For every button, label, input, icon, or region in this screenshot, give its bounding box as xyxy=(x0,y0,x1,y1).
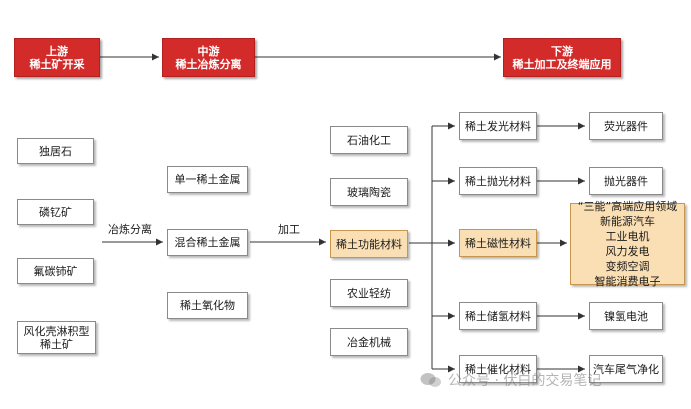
industry-metallurgy-machinery: 冶金机械 xyxy=(330,328,408,356)
ore-monazite-label: 独居石 xyxy=(39,144,72,158)
industry-glass-ceramics: 玻璃陶瓷 xyxy=(330,178,408,206)
stage-upstream: 上游 稀土矿开采 xyxy=(14,38,100,77)
metal-single: 单一稀土金属 xyxy=(167,166,248,193)
app-polishing-devices: 抛光器件 xyxy=(589,167,663,195)
ore-bastnaesite-label: 氟碳铈矿 xyxy=(33,264,78,278)
app-nimh-battery-label: 镍氢电池 xyxy=(604,309,648,323)
stage-midstream-subtitle: 稀土冶炼分离 xyxy=(175,57,242,71)
industry-petrochemical: 石油化工 xyxy=(330,126,408,154)
material-luminescent-label: 稀土发光材料 xyxy=(465,119,531,133)
metal-oxide-label: 稀土氧化物 xyxy=(180,299,235,312)
industry-petrochemical-label: 石油化工 xyxy=(347,133,391,147)
wechat-icon xyxy=(420,372,442,388)
metal-mixed: 混合稀土金属 xyxy=(167,229,248,256)
material-hydrogen-storage-label: 稀土储氢材料 xyxy=(465,309,531,323)
app-magnetic-line2: 新能源汽车 xyxy=(600,215,655,228)
material-hydrogen-storage: 稀土储氢材料 xyxy=(459,302,537,330)
app-magnetic-line4: 风力发电 xyxy=(605,245,650,258)
watermark-text: 公众号 · 伏白的交易笔记 xyxy=(448,373,602,389)
app-exhaust-purification: 汽车尾气净化 xyxy=(589,355,663,383)
material-polishing-label: 稀土抛光材料 xyxy=(465,174,531,188)
industry-agriculture-textile-label: 农业轻纺 xyxy=(347,286,391,300)
app-magnetic-line5: 变频空调 xyxy=(605,260,650,273)
material-luminescent: 稀土发光材料 xyxy=(459,112,537,140)
app-fluorescent-devices-label: 荧光器件 xyxy=(604,119,648,133)
industry-glass-ceramics-label: 玻璃陶瓷 xyxy=(347,185,391,199)
app-magnetic-line1: “三能”高端应用领域 xyxy=(577,200,678,213)
industry-metallurgy-machinery-label: 冶金机械 xyxy=(347,335,391,349)
stage-downstream-title: 下游 xyxy=(551,44,573,58)
ore-ion-adsorption-line2: 稀土矿 xyxy=(40,337,73,351)
app-nimh-battery: 镍氢电池 xyxy=(589,302,663,330)
material-magnetic: 稀土磁性材料 xyxy=(459,229,537,257)
app-polishing-devices-label: 抛光器件 xyxy=(604,174,648,188)
industry-agriculture-textile: 农业轻纺 xyxy=(330,279,408,307)
stage-downstream: 下游 稀土加工及终端应用 xyxy=(503,38,621,77)
ore-bastnaesite: 氟碳铈矿 xyxy=(17,258,94,284)
stage-downstream-subtitle: 稀土加工及终端应用 xyxy=(512,57,612,71)
industry-functional-materials-label: 稀土功能材料 xyxy=(336,237,402,251)
stage-midstream: 中游 稀土冶炼分离 xyxy=(162,38,255,77)
metal-mixed-label: 混合稀土金属 xyxy=(174,236,241,249)
ore-xenotime-label: 磷钇矿 xyxy=(39,205,72,219)
edge-label-processing: 加工 xyxy=(278,223,300,236)
app-magnetic-line6: 智能消费电子 xyxy=(594,275,661,288)
edge-label-smelting: 冶炼分离 xyxy=(108,223,152,236)
stage-upstream-subtitle: 稀土矿开采 xyxy=(29,57,85,71)
ore-ion-adsorption: 风化壳淋积型 稀土矿 xyxy=(17,321,96,354)
ore-xenotime: 磷钇矿 xyxy=(17,199,94,225)
material-magnetic-label: 稀土磁性材料 xyxy=(465,236,531,250)
metal-single-label: 单一稀土金属 xyxy=(174,173,241,186)
industry-functional-materials: 稀土功能材料 xyxy=(330,230,408,258)
ore-monazite: 独居石 xyxy=(17,138,94,164)
material-catalytic: 稀土催化材料 xyxy=(459,355,537,383)
metal-oxide: 稀土氧化物 xyxy=(167,292,248,319)
app-magnetic-line3: 工业电机 xyxy=(605,230,650,243)
app-exhaust-purification-label: 汽车尾气净化 xyxy=(593,362,659,376)
stage-upstream-title: 上游 xyxy=(46,44,68,58)
material-catalytic-label: 稀土催化材料 xyxy=(465,362,531,376)
stage-midstream-title: 中游 xyxy=(197,44,220,58)
material-polishing: 稀土抛光材料 xyxy=(459,167,537,195)
watermark: 公众号 · 伏白的交易笔记 xyxy=(420,370,601,390)
app-magnetic-applications: “三能”高端应用领域 新能源汽车 工业电机 风力发电 变频空调 智能消费电子 xyxy=(570,200,685,288)
ore-ion-adsorption-line1: 风化壳淋积型 xyxy=(23,324,90,338)
app-fluorescent-devices: 荧光器件 xyxy=(589,112,663,140)
